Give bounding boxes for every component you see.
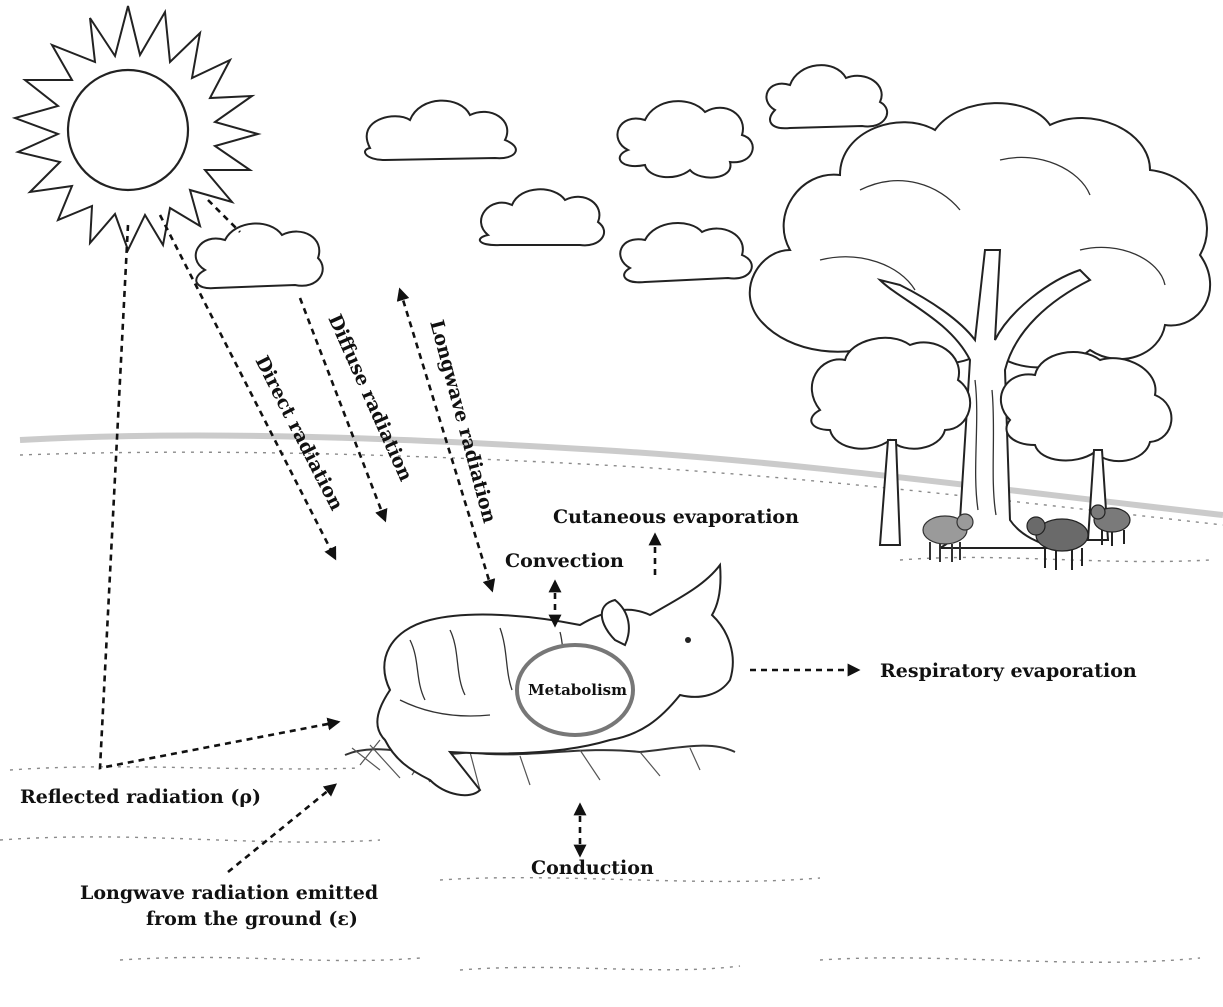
respiratory-evaporation-label: Respiratory evaporation [880, 660, 1137, 682]
small-tree-icon [1001, 352, 1172, 540]
reflected-radiation-arrow [100, 225, 338, 768]
conduction-label: Conduction [531, 857, 654, 879]
diffuse-radiation-arrow [208, 200, 240, 232]
small-tree-icon [811, 338, 970, 545]
cutaneous-evaporation-label: Cutaneous evaporation [553, 506, 799, 528]
reflected-radiation-label: Reflected radiation (ρ) [20, 786, 261, 808]
cloud-icon [365, 101, 516, 160]
large-tree-icon [750, 103, 1210, 548]
cloud-icon [196, 224, 323, 289]
metabolism-label: Metabolism [528, 681, 627, 699]
convection-label: Convection [505, 550, 624, 572]
cloud-icon [766, 65, 887, 128]
cloud-icon [617, 101, 752, 177]
sun-icon [15, 6, 258, 250]
longwave-ground-label-line2: from the ground (ε) [146, 908, 358, 930]
cloud-icon [620, 223, 752, 282]
longwave-ground-label-line1: Longwave radiation emitted [80, 882, 378, 904]
diffuse-radiation-label: Diffuse radiation [323, 311, 416, 485]
cloud-icon [480, 189, 604, 245]
